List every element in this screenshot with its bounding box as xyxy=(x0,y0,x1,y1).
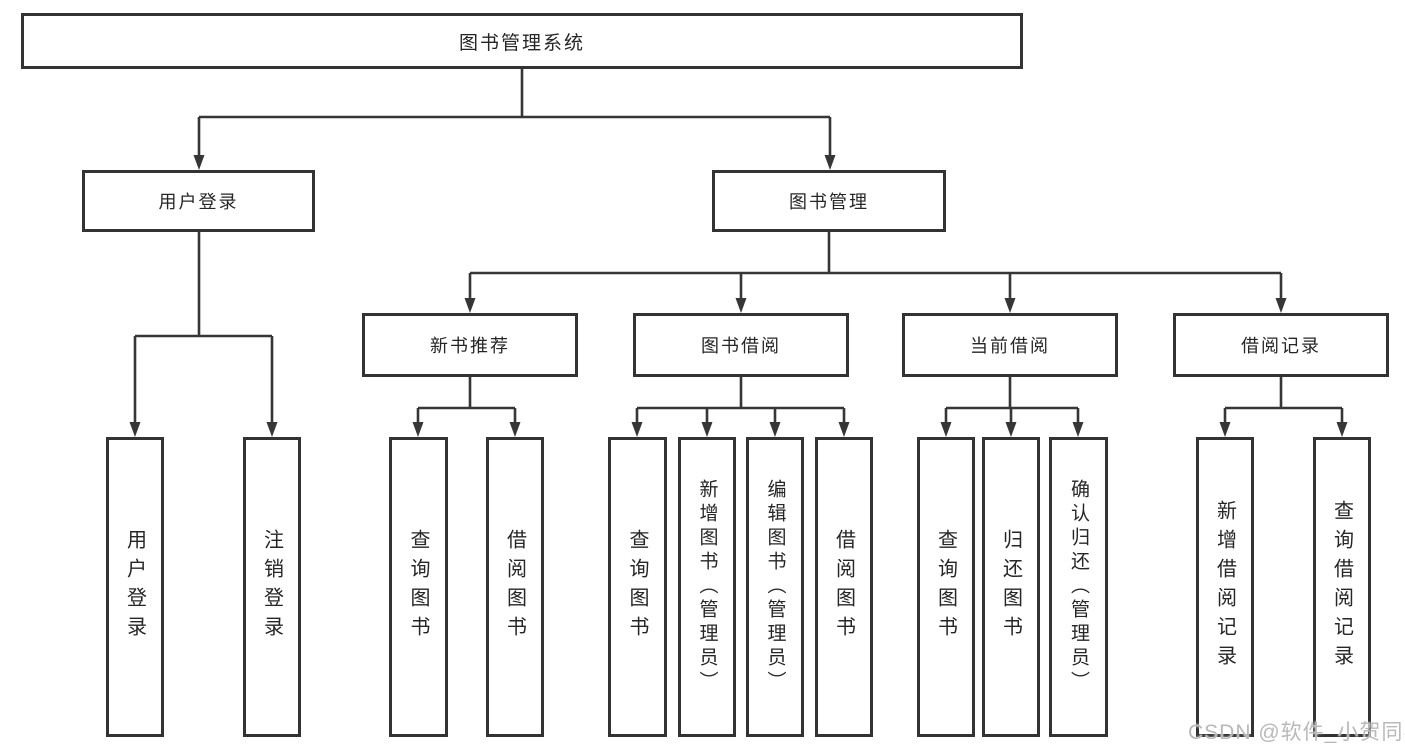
node-label: 图书管理 xyxy=(789,192,869,212)
node-label: 借阅记录 xyxy=(1241,336,1321,356)
node-label: 查询图书 xyxy=(934,529,957,645)
connector-borrowing-to-leaves xyxy=(635,377,846,425)
arrowhead-icon xyxy=(769,422,781,437)
arrowhead-icon xyxy=(701,422,713,437)
node-leaf-borrowing-borrow-books: 借阅图书 xyxy=(815,437,873,737)
arrowhead-icon xyxy=(1005,422,1017,437)
node-label: 注销登录 xyxy=(260,529,283,645)
arrowhead-icon xyxy=(464,298,476,313)
node-label: 用户登录 xyxy=(123,529,146,645)
node-user-login: 用户登录 xyxy=(82,170,315,232)
arrowhead-icon xyxy=(838,422,850,437)
node-leaf-borrowing-add-books-admin: 新增图书（管理员） xyxy=(678,437,736,737)
connector-recommend-to-leaves xyxy=(416,377,517,425)
arrowhead-icon xyxy=(824,155,836,170)
arrowhead-icon xyxy=(509,422,521,437)
node-book-borrowing: 图书借阅 xyxy=(633,313,849,377)
node-label: 查询借阅记录 xyxy=(1330,500,1353,674)
node-label: 借阅图书 xyxy=(832,529,855,645)
node-label: 图书管理系统 xyxy=(458,32,585,54)
node-label: 确认归还（管理员） xyxy=(1068,479,1089,695)
node-label: 图书借阅 xyxy=(701,336,781,356)
node-current-borrowing: 当前借阅 xyxy=(902,313,1118,377)
node-leaf-records-add-record: 新增借阅记录 xyxy=(1196,437,1254,737)
connector-bookmgmt-to-level3 xyxy=(468,232,1283,301)
node-leaf-recommend-query-books: 查询图书 xyxy=(389,437,448,737)
node-label: 借阅图书 xyxy=(503,529,526,645)
node-leaf-borrowing-query-books: 查询图书 xyxy=(608,437,667,737)
node-book-management: 图书管理 xyxy=(712,170,946,232)
arrowhead-icon xyxy=(1275,298,1287,313)
node-leaf-records-query-record: 查询借阅记录 xyxy=(1313,437,1371,737)
connector-userlogin-to-leaves xyxy=(133,232,274,425)
node-label: 新书推荐 xyxy=(430,336,510,356)
arrowhead-icon xyxy=(631,422,643,437)
connector-records-to-leaves xyxy=(1223,377,1344,425)
node-label: 新增图书（管理员） xyxy=(696,479,718,695)
node-leaf-current-return-books: 归还图书 xyxy=(982,437,1040,737)
node-leaf-current-query-books: 查询图书 xyxy=(917,437,975,737)
node-label: 编辑图书（管理员） xyxy=(764,479,786,695)
arrowhead-icon xyxy=(412,422,424,437)
arrowhead-icon xyxy=(735,298,747,313)
arrowhead-icon xyxy=(1004,298,1016,313)
connector-root-to-level2 xyxy=(197,69,832,158)
arrowhead-icon xyxy=(1072,422,1084,437)
node-borrowing-records: 借阅记录 xyxy=(1173,313,1389,377)
node-label: 新增借阅记录 xyxy=(1213,500,1236,674)
node-leaf-current-confirm-return-admin: 确认归还（管理员） xyxy=(1049,437,1108,737)
node-library-management-system: 图书管理系统 xyxy=(21,13,1023,69)
node-leaf-user-login: 用户登录 xyxy=(106,437,164,737)
csdn-watermark: CSDN @软件_小贺同学 xyxy=(1188,721,1405,744)
node-label: 查询图书 xyxy=(626,529,648,645)
node-label: 归还图书 xyxy=(999,529,1022,645)
connector-current-to-leaves xyxy=(944,377,1080,425)
arrowhead-icon xyxy=(940,422,952,437)
arrowhead-icon xyxy=(129,422,141,437)
arrowhead-icon xyxy=(1336,422,1348,437)
node-label: 查询图书 xyxy=(407,529,429,645)
arrowhead-icon xyxy=(1219,422,1231,437)
node-leaf-logout: 注销登录 xyxy=(243,437,301,737)
node-leaf-recommend-borrow-books: 借阅图书 xyxy=(486,437,544,737)
node-new-book-recommend: 新书推荐 xyxy=(362,313,578,377)
node-label: 当前借阅 xyxy=(970,336,1050,356)
node-leaf-borrowing-edit-books-admin: 编辑图书（管理员） xyxy=(746,437,804,737)
node-label: 用户登录 xyxy=(158,192,239,212)
arrowhead-icon xyxy=(266,422,278,437)
arrowhead-icon xyxy=(193,155,205,170)
